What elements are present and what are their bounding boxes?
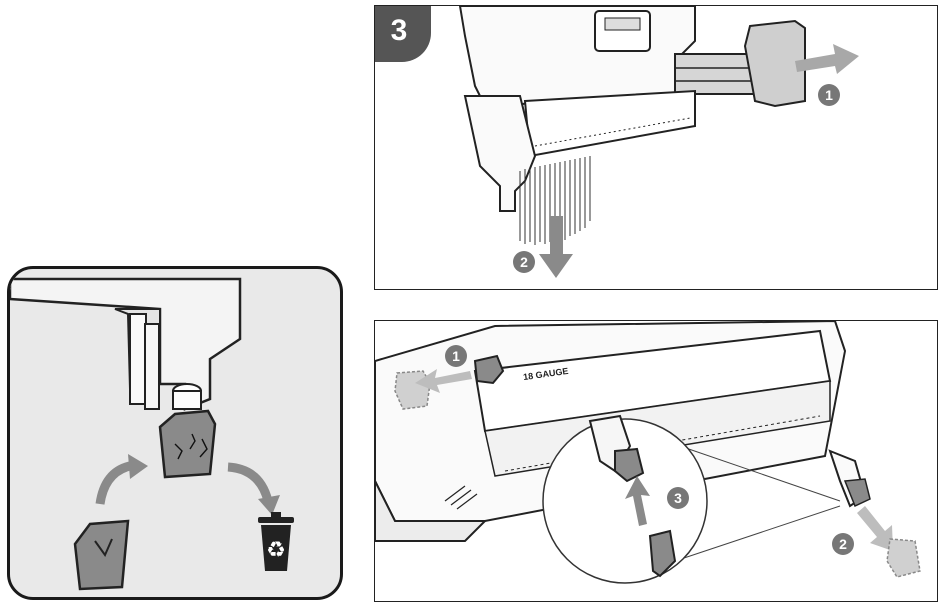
straight-arrow-icon — [539, 216, 573, 278]
worn-nose-pad — [158, 409, 217, 479]
callout-1-badge: 1 — [445, 345, 467, 367]
callout-1-badge: 1 — [818, 84, 840, 106]
step-number-badge: 3 — [375, 6, 431, 62]
straight-arrow-icon — [415, 369, 472, 393]
magazine-side-illustration — [375, 321, 921, 584]
pad-removal-panel: 18 GAUGE 1 2 3 — [374, 320, 938, 602]
straight-arrow-icon — [857, 506, 893, 551]
tool-nose-illustration — [10, 277, 242, 479]
curved-arrow-icon — [227, 462, 280, 515]
nose-pad-replacement-panel: ♻ — [7, 266, 343, 600]
recycle-bin-icon: ♻ — [258, 512, 294, 571]
callout-2-badge: 2 — [832, 533, 854, 555]
straight-arrow-icon — [625, 476, 650, 526]
straight-arrow-icon — [795, 44, 859, 74]
svg-text:♻: ♻ — [266, 538, 286, 563]
nailer-magazine-illustration — [458, 6, 859, 278]
callout-3-badge: 3 — [667, 487, 689, 509]
step-3-panel: 3 1 2 — [374, 5, 938, 290]
nosepiece-pad-icon — [73, 519, 130, 591]
curved-arrow-icon — [95, 454, 148, 505]
callout-2-badge: 2 — [513, 251, 535, 273]
